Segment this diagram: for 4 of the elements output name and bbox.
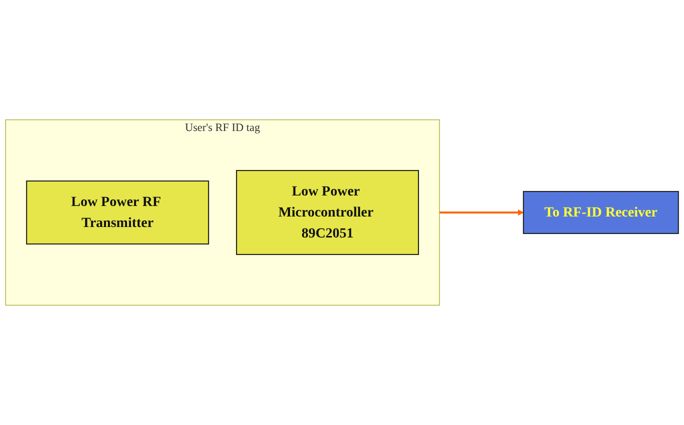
arrow — [439, 209, 524, 216]
node-box: Low Power RF Transmitter — [26, 180, 210, 245]
node-box: To RF-ID Receiver — [522, 190, 679, 234]
node-box: Low Power Microcontroller 89C2051 — [236, 170, 419, 256]
